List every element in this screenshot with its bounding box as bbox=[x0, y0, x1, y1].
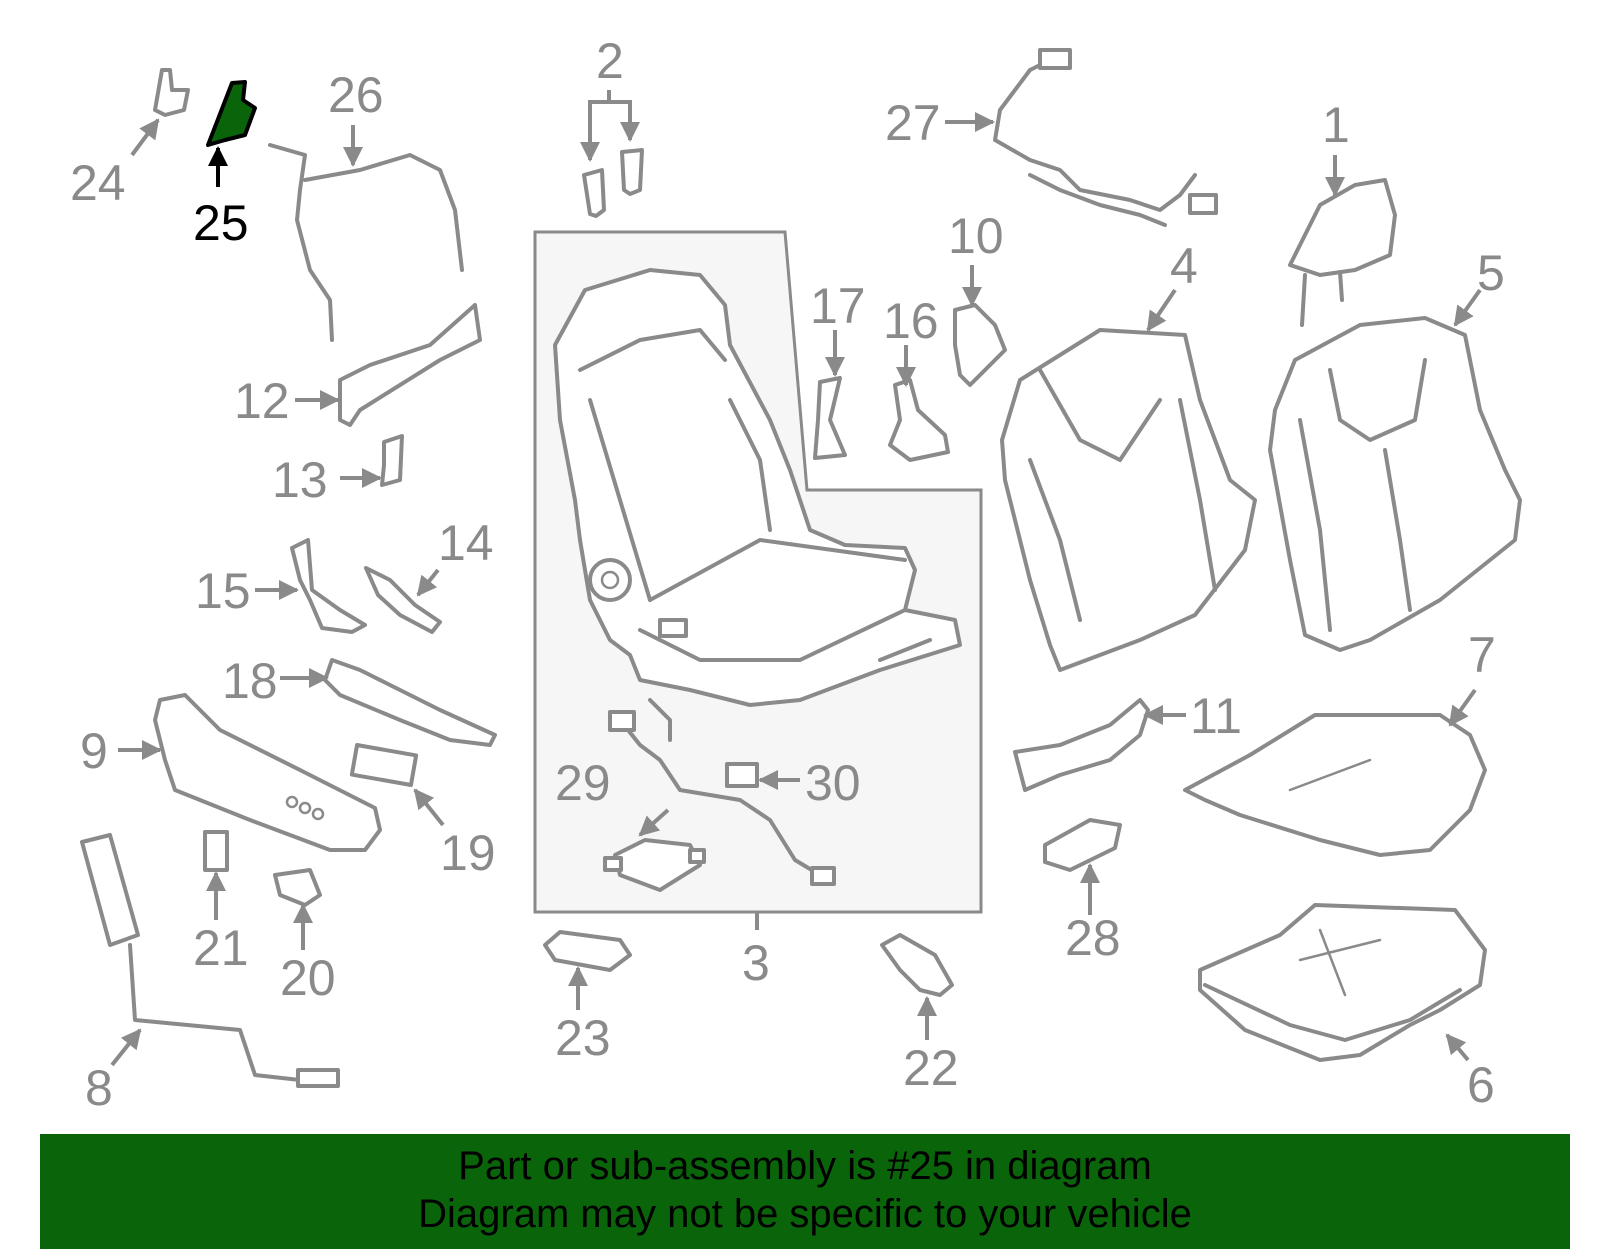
part-25-highlighted bbox=[206, 80, 257, 147]
callout-17: 17 bbox=[810, 278, 866, 334]
cushion-cover-6-part bbox=[1198, 903, 1487, 1062]
callout-18: 18 bbox=[222, 653, 278, 709]
callout-29: 29 bbox=[555, 755, 611, 811]
headrest-1-part bbox=[1288, 178, 1397, 327]
harness-27-part bbox=[993, 48, 1218, 227]
leader-lines bbox=[110, 90, 1482, 1067]
seatback-5-part bbox=[1268, 316, 1522, 652]
knob-19-part bbox=[349, 743, 419, 787]
cover-22-part bbox=[880, 933, 954, 997]
cover-10-part bbox=[953, 303, 1007, 387]
callout-16: 16 bbox=[883, 293, 939, 349]
callout-1: 1 bbox=[1322, 97, 1350, 153]
callout-30: 30 bbox=[805, 755, 861, 811]
callout-21: 21 bbox=[193, 920, 249, 976]
callout-23: 23 bbox=[555, 1010, 611, 1066]
banner-line-1: Part or sub-assembly is #25 in diagram bbox=[458, 1144, 1152, 1188]
callout-13: 13 bbox=[272, 452, 328, 508]
seat-frame-part bbox=[553, 268, 962, 707]
callout-15: 15 bbox=[195, 563, 251, 619]
callout-10: 10 bbox=[948, 208, 1004, 264]
bracket-17-part bbox=[813, 376, 847, 460]
callout-24: 24 bbox=[70, 155, 126, 211]
module-29-part bbox=[603, 838, 706, 892]
callout-6: 6 bbox=[1467, 1057, 1495, 1113]
info-banner: Part or sub-assembly is #25 in diagram D… bbox=[40, 1134, 1570, 1249]
callout-27: 27 bbox=[885, 95, 941, 151]
callout-2: 2 bbox=[596, 33, 624, 89]
clip-13-part bbox=[380, 434, 404, 487]
callout-22: 22 bbox=[903, 1040, 959, 1096]
bracket-24-part bbox=[153, 68, 190, 117]
cushion-pad-7-part bbox=[1183, 713, 1487, 857]
knob-20-part bbox=[273, 868, 322, 907]
seatback-4-part bbox=[1000, 328, 1257, 672]
bracket-16-part bbox=[888, 378, 950, 462]
bracket-12-part bbox=[338, 303, 482, 427]
airbag-8-part bbox=[80, 833, 340, 1088]
callout-numbers: 1 2 3 4 5 6 7 8 9 10 11 12 13 14 15 16 1… bbox=[70, 33, 1505, 1116]
callout-26: 26 bbox=[328, 67, 384, 123]
callout-12: 12 bbox=[234, 373, 290, 429]
callout-25: 25 bbox=[193, 195, 249, 251]
bracket-14-part bbox=[364, 566, 442, 634]
callout-20: 20 bbox=[280, 950, 336, 1006]
callout-14: 14 bbox=[438, 515, 494, 571]
callout-28: 28 bbox=[1065, 910, 1121, 966]
callout-9: 9 bbox=[80, 723, 108, 779]
banner-line-2: Diagram may not be specific to your vehi… bbox=[418, 1192, 1192, 1236]
wire-26-part bbox=[268, 143, 464, 342]
trim-18-part bbox=[323, 658, 497, 747]
trim-11-part bbox=[1013, 698, 1150, 792]
bracket-15-part bbox=[290, 538, 367, 634]
callout-7: 7 bbox=[1468, 627, 1496, 683]
callout-19: 19 bbox=[440, 825, 496, 881]
module-28-part bbox=[1043, 818, 1122, 872]
side-shield-9-part bbox=[153, 693, 382, 852]
knob-21-part bbox=[203, 830, 229, 872]
callout-3: 3 bbox=[742, 935, 770, 991]
harness-30-part bbox=[608, 698, 836, 886]
cover-23-part bbox=[543, 930, 632, 972]
callout-5: 5 bbox=[1477, 245, 1505, 301]
callout-4: 4 bbox=[1170, 238, 1198, 294]
callout-8: 8 bbox=[85, 1060, 113, 1116]
clips-2-part bbox=[582, 148, 644, 218]
callout-11: 11 bbox=[1190, 688, 1242, 744]
